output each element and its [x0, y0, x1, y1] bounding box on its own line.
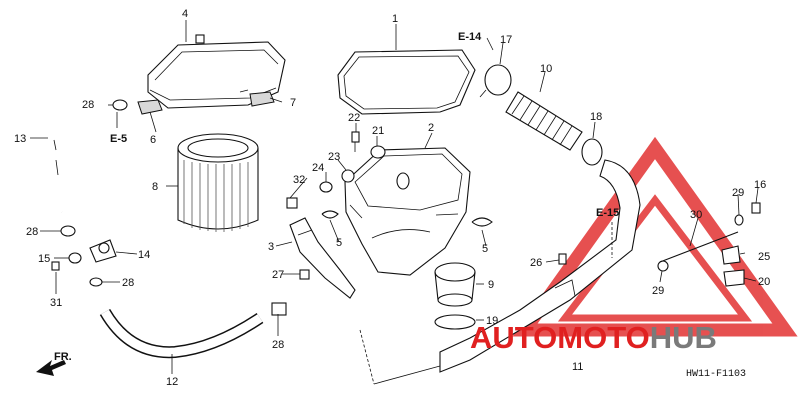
- callout-15: 15: [38, 253, 50, 265]
- callout-26: 26: [530, 257, 542, 269]
- callout-13: 13: [14, 133, 26, 145]
- callout-22: 22: [348, 112, 360, 124]
- part-29-clip-a: [657, 260, 669, 272]
- callout-23: 23: [328, 151, 340, 163]
- callout-21: 21: [372, 125, 384, 137]
- part-5-clip-b: [471, 217, 493, 227]
- part-3-bracket: [289, 217, 356, 299]
- diagram-code: HW11-F1103: [686, 369, 746, 380]
- callout-10: 10: [540, 63, 552, 75]
- callout-8: 8: [152, 181, 158, 193]
- part-6-clip: [137, 99, 163, 115]
- part-2-cleaner-case: [344, 147, 471, 276]
- callout-31: 31: [50, 297, 62, 309]
- part-29-clip-b: [734, 214, 744, 226]
- part-10-connecting-tube: [505, 91, 583, 151]
- callout-19: 19: [486, 315, 498, 327]
- part-28-grommet-a: [112, 99, 128, 111]
- part-24-collar: [319, 181, 333, 193]
- callout-1: 1: [392, 13, 398, 25]
- callout-7: 7: [290, 97, 296, 109]
- part-15-fitting: [68, 252, 82, 264]
- callout-18: 18: [590, 111, 602, 123]
- callout-25: 25: [758, 251, 770, 263]
- callout-32: 32: [293, 174, 305, 186]
- callout-30: 30: [690, 209, 702, 221]
- part-31-screw: [51, 261, 60, 271]
- part-13-breather-tube: [44, 53, 125, 213]
- callout-9: 9: [488, 279, 494, 291]
- part-7-clip: [239, 89, 275, 107]
- callout-5-b: 5: [482, 243, 488, 255]
- callout-6: 6: [150, 134, 156, 146]
- callout-29-a: 29: [652, 285, 664, 297]
- watermark-text: AUTOMOTOHUB: [470, 320, 717, 355]
- part-4-cleaner-cover: [147, 34, 286, 109]
- callout-3: 3: [268, 241, 274, 253]
- callout-12: 12: [166, 376, 178, 388]
- callout-28-a: 28: [82, 99, 94, 111]
- callout-16: 16: [754, 179, 766, 191]
- part-30-rod: [659, 231, 739, 263]
- part-28-clamp-c: [89, 277, 103, 287]
- part-20-holder: [723, 269, 745, 287]
- callout-2: 2: [428, 122, 434, 134]
- callout-29-b: 29: [732, 187, 744, 199]
- part-25-holder: [721, 245, 741, 265]
- part-21-grommet: [370, 145, 386, 159]
- front-marker: FR.: [54, 351, 72, 363]
- part-8-filter-element: [177, 133, 259, 232]
- part-22-bolt: [351, 131, 360, 152]
- part-16-screw: [751, 202, 761, 214]
- callout-17: 17: [500, 34, 512, 46]
- part-12-drain-tube: [99, 308, 264, 359]
- part-27-bolt: [299, 269, 310, 280]
- part-11-intake-pipe: [439, 159, 641, 373]
- callout-20: 20: [758, 276, 770, 288]
- ref-e15: E-15: [596, 207, 619, 219]
- part-17-clamp: [479, 64, 512, 98]
- part-14-valve: [89, 239, 117, 263]
- ref-e5: E-5: [110, 133, 127, 145]
- callout-5-a: 5: [336, 237, 342, 249]
- part-26-screw: [558, 253, 567, 265]
- part-23-grommet: [341, 169, 355, 183]
- part-32-bolt: [286, 197, 298, 209]
- callout-27: 27: [272, 269, 284, 281]
- callout-4: 4: [182, 8, 188, 20]
- part-18-clamp: [581, 138, 603, 166]
- part-28-clamp-d: [60, 225, 76, 237]
- part-9-joint: [434, 262, 476, 307]
- part-1-gasket: [337, 49, 476, 115]
- callout-28-b: 28: [26, 226, 38, 238]
- front-direction-arrow: [36, 360, 66, 376]
- callout-24: 24: [312, 162, 324, 174]
- callout-11: 11: [572, 361, 583, 373]
- leader-lines: [30, 20, 759, 385]
- callout-28-d: 28: [272, 339, 284, 351]
- ref-e14: E-14: [458, 31, 482, 43]
- part-28-clamp-b: [271, 302, 287, 316]
- callout-14: 14: [138, 249, 150, 261]
- callout-28-c: 28: [122, 277, 134, 289]
- part-19-clamp: [434, 314, 476, 330]
- part-5-clip-a: [321, 210, 339, 219]
